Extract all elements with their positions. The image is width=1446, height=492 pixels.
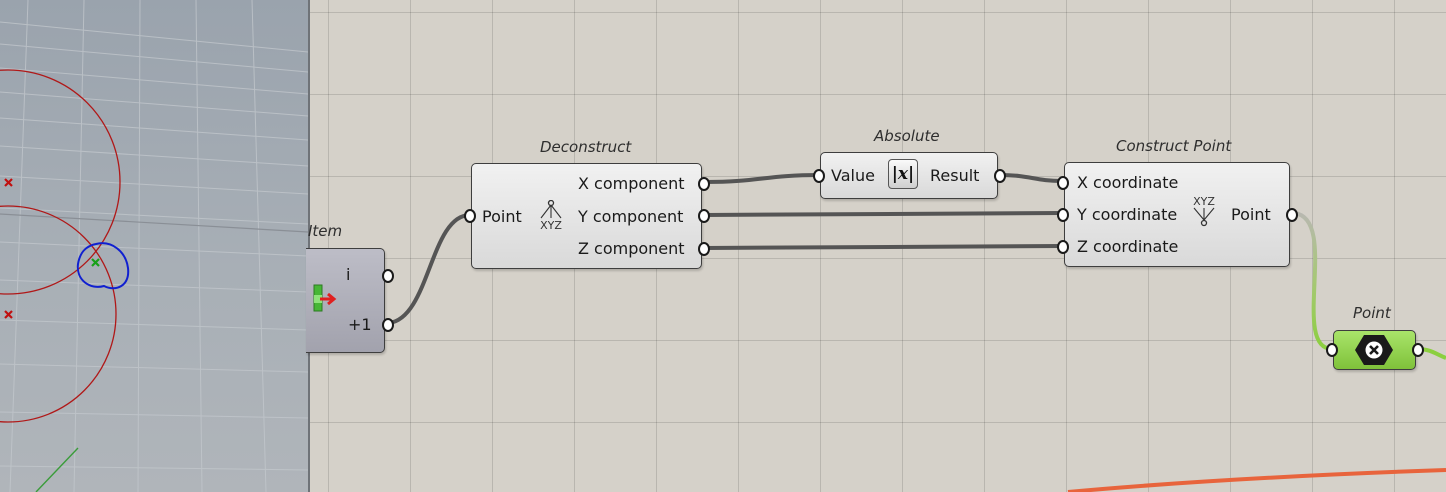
item-port-i[interactable] <box>382 269 394 283</box>
rhino-viewport[interactable] <box>0 0 308 492</box>
wire-item-to-deconstruct <box>388 213 471 325</box>
absolute-port-result[interactable] <box>994 169 1006 183</box>
point-param-port-out[interactable] <box>1412 343 1424 357</box>
deconstruct-port-z[interactable] <box>698 242 710 256</box>
deconstruct-output-y: Y component <box>578 207 684 226</box>
construct-port-y[interactable] <box>1057 208 1069 222</box>
viewport-geometry <box>0 0 308 492</box>
construct-icon-text: XYZ <box>1193 195 1215 208</box>
orange-curve <box>1067 468 1446 492</box>
deconstruct-port-point[interactable] <box>464 209 476 223</box>
deconstruct-port-y[interactable] <box>698 209 710 223</box>
wire-x-to-absolute <box>704 173 821 184</box>
point-param-title: Point <box>1353 304 1391 322</box>
deconstruct-port-x[interactable] <box>698 177 710 191</box>
deconstruct-title: Deconstruct <box>540 138 632 156</box>
point-param-port-in[interactable] <box>1326 343 1338 357</box>
item-input-i: i <box>346 265 351 284</box>
deconstruct-output-x: X component <box>578 174 685 193</box>
construct-point-title: Construct Point <box>1116 137 1232 155</box>
item-port-plus1[interactable] <box>382 318 394 332</box>
wire-point-to-param <box>1293 211 1333 351</box>
absolute-component[interactable]: Value |x| Result <box>820 152 998 199</box>
item-input-plus1: +1 <box>348 315 372 334</box>
point-param-component[interactable] <box>1333 330 1416 370</box>
construct-output-point: Point <box>1231 205 1271 224</box>
list-item-icon <box>313 284 337 312</box>
item-title: Item <box>308 222 343 240</box>
construct-input-y: Y coordinate <box>1077 205 1178 224</box>
construct-port-z[interactable] <box>1057 240 1069 254</box>
construct-point-component[interactable]: X coordinate Y coordinate Z coordinate X… <box>1064 162 1290 267</box>
deconstruct-component[interactable]: Point XYZ X component Y component Z comp… <box>471 163 702 269</box>
deconstruct-point-icon: XYZ <box>540 200 562 232</box>
abs-x-icon: |x| <box>888 159 918 189</box>
construct-port-x[interactable] <box>1057 176 1069 190</box>
wire-absolute-to-x-coordinate <box>999 173 1063 183</box>
absolute-title: Absolute <box>874 127 940 145</box>
wire-y-to-y-coordinate <box>704 211 1063 217</box>
close-hexagon-icon <box>1355 335 1393 365</box>
construct-port-point[interactable] <box>1286 208 1298 222</box>
deconstruct-output-z: Z component <box>578 239 685 258</box>
construct-point-icon: XYZ <box>1193 195 1215 227</box>
item-component[interactable]: i +1 <box>306 248 385 353</box>
absolute-port-value[interactable] <box>813 169 825 183</box>
construct-input-x: X coordinate <box>1077 173 1179 192</box>
deconstruct-input-point: Point <box>482 207 522 226</box>
absolute-input-value: Value <box>831 166 875 185</box>
deconstruct-icon-text: XYZ <box>540 219 562 232</box>
wire-z-to-z-coordinate <box>704 244 1063 250</box>
construct-input-z: Z coordinate <box>1077 237 1179 256</box>
absolute-output-result: Result <box>930 166 980 185</box>
